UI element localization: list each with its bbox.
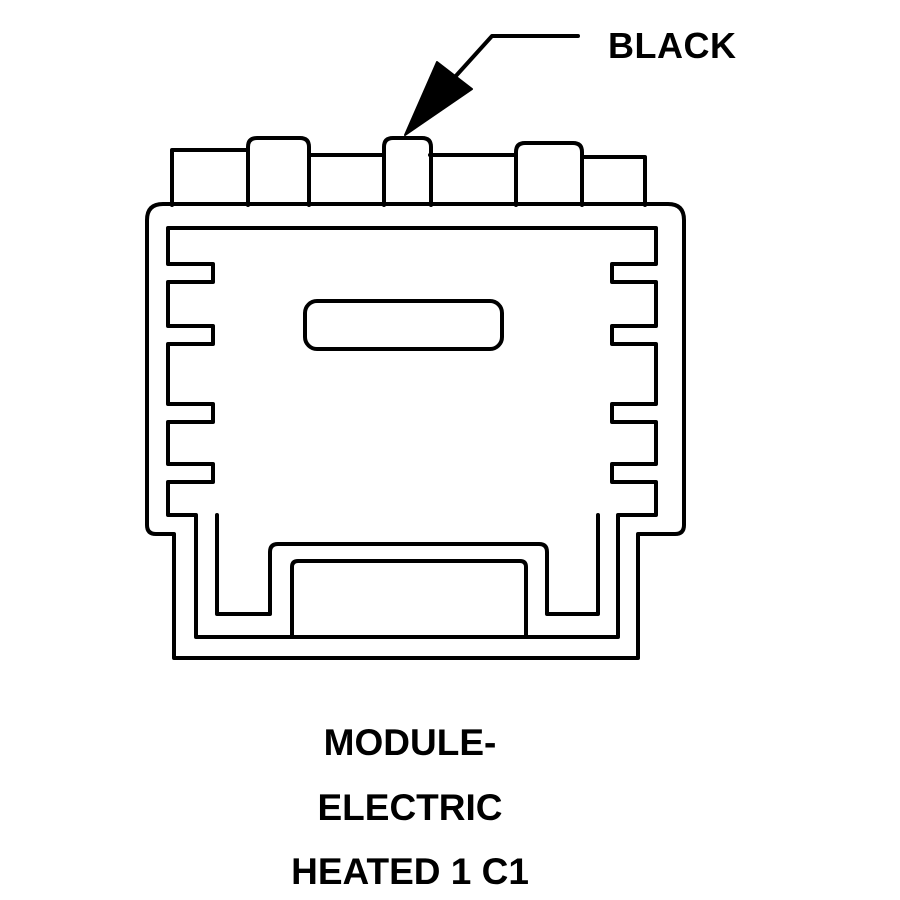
connector-housing-outer [145,202,686,660]
bottom-key-slot [290,559,528,639]
callout-leader-line [443,34,580,90]
terminal-tab-right [514,141,584,207]
callout-arrowhead [404,61,473,136]
terminal-tab-left [246,136,311,207]
terminal-strip [170,148,647,207]
latch-window [303,299,504,351]
caption-line-3: HEATED 1 C1 [291,851,529,892]
wire-color-label: BLACK [608,25,737,66]
connector-housing-inner [166,226,658,639]
caption-line-1: MODULE- [323,722,497,763]
terminal-tab-center [382,136,433,207]
bottom-key-channel [215,513,600,616]
caption-line-2: ELECTRIC [317,787,503,828]
